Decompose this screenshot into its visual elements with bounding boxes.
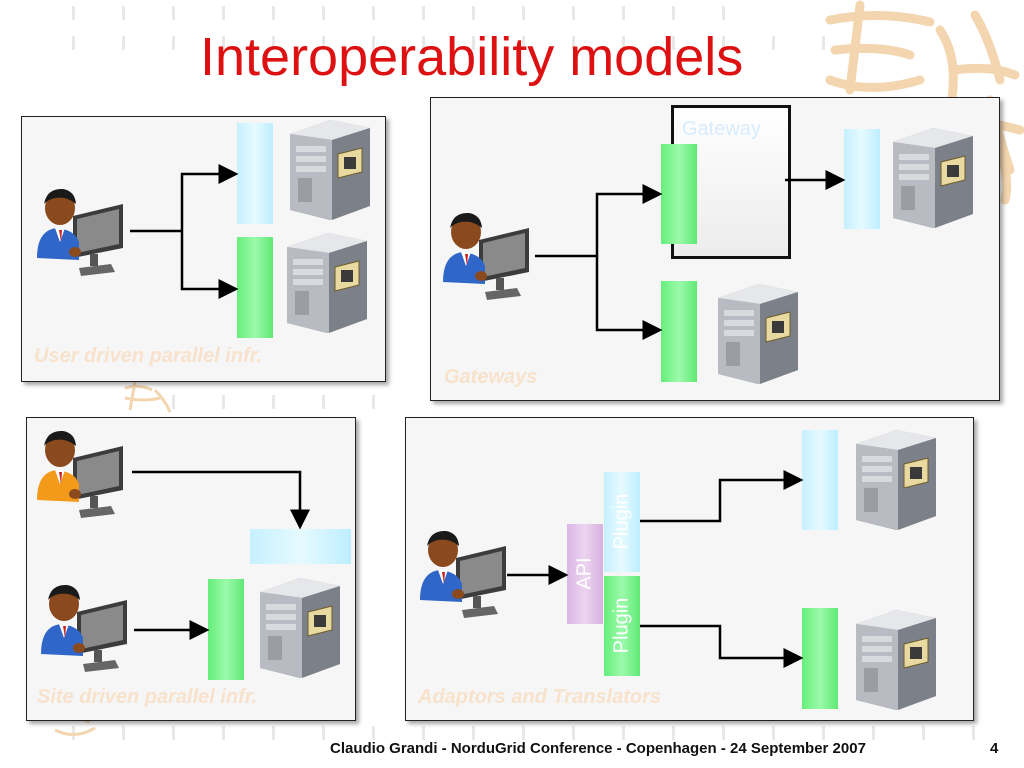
arrow-icon [180, 231, 239, 299]
panel-label-gateways: Gateways [444, 366, 538, 388]
arrow-icon [595, 184, 663, 256]
server-tower-icon [259, 577, 341, 679]
middleware-bar [802, 608, 838, 709]
user-at-computer-icon [37, 188, 123, 276]
plugin-bar [604, 472, 640, 572]
slide-title: Interoperability models [200, 27, 744, 87]
server-tower-icon [855, 609, 937, 711]
gateway-label: Gateway [682, 118, 761, 140]
page-number: 4 [990, 740, 999, 757]
user-at-computer-icon [41, 584, 127, 672]
panel-label-adaptors: Adaptors and Translators [418, 686, 662, 708]
arrow-icon [132, 470, 310, 530]
slide-footer: Claudio Grandi - NorduGrid Conference - … [330, 740, 866, 757]
server-tower-icon [286, 232, 368, 334]
user-at-computer-icon [37, 430, 123, 518]
user-at-computer-icon [420, 530, 506, 618]
panel-label-site-driven: Site driven parallel infr. [37, 686, 258, 708]
server-tower-icon [717, 283, 799, 385]
user-at-computer-icon [443, 212, 529, 300]
middleware-bar [237, 123, 273, 224]
middleware-bar [802, 430, 838, 530]
panel-label-user-driven: User driven parallel infr. [34, 345, 262, 367]
server-tower-icon [289, 119, 371, 221]
arrow-icon [640, 470, 804, 523]
middleware-bar [844, 129, 880, 229]
arrow-icon [595, 256, 663, 340]
middleware-bar [250, 529, 351, 564]
server-tower-icon [855, 429, 937, 531]
middleware-bar [237, 237, 273, 338]
middleware-bar [661, 144, 697, 244]
middleware-bar [661, 281, 697, 382]
middleware-bar [208, 579, 244, 680]
arrow-icon [180, 164, 239, 231]
arrow-icon [640, 624, 804, 668]
plugin-bar [604, 576, 640, 676]
api-bar [567, 524, 603, 624]
server-tower-icon [892, 127, 974, 229]
